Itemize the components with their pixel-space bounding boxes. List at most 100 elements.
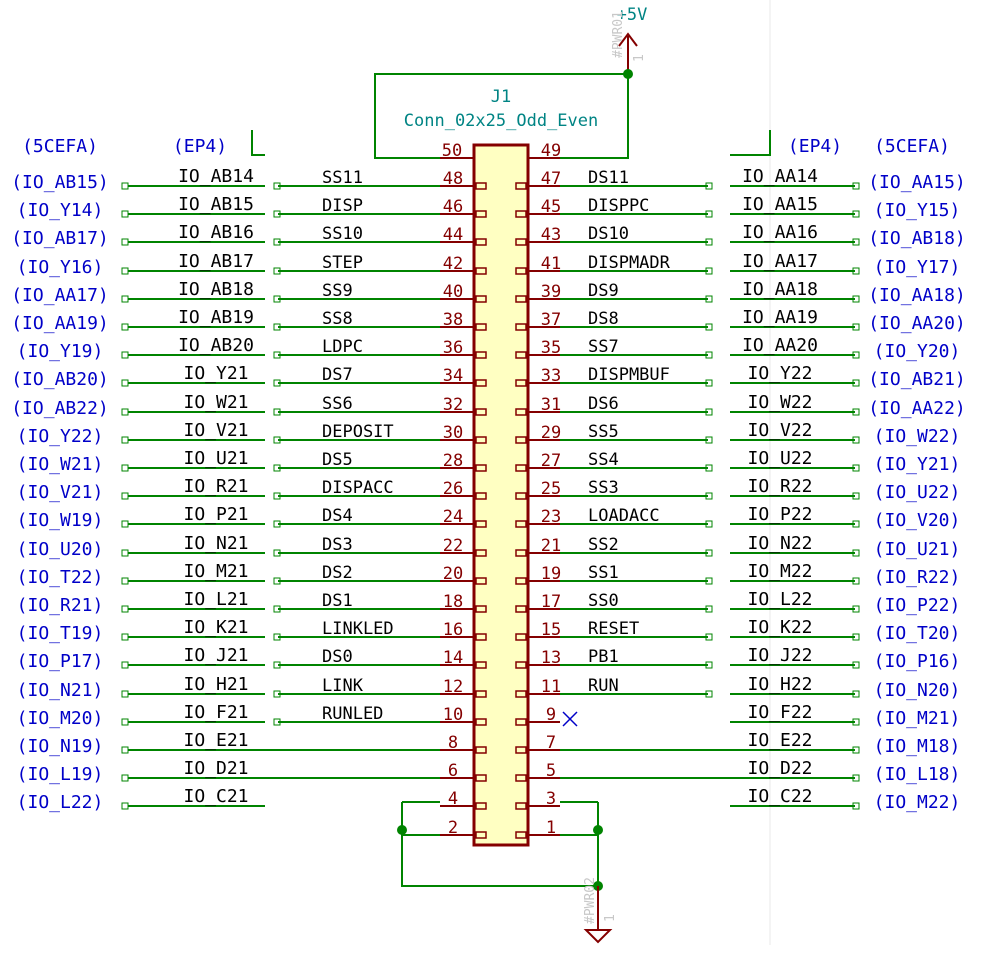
pin-socket-left [475,774,487,782]
pin-number-right: 15 [541,620,561,640]
port-right [852,436,860,444]
pin-socket-left [475,210,487,218]
fpga-pin-right: (IO_U21) [874,539,961,560]
pin-socket-right [515,746,527,754]
power-ref-suffix: 1 [632,54,647,62]
global-label-right [705,690,713,698]
header-right-inner: (EP4) [788,136,842,157]
global-label-right [705,267,713,275]
fpga-pin-right: (IO_AB18) [868,228,966,249]
signal-label-right: IO_Y22 [747,363,812,384]
signal-label-left: IO_F21 [183,702,248,723]
pin-number-left: 38 [443,310,463,330]
pin-number-right: 11 [541,677,561,697]
net-label-left: DISP [322,196,363,216]
net-label-right: DS6 [588,394,619,414]
pin-socket-right [515,690,527,698]
net-label-right: RUN [588,676,619,696]
port-left [121,436,129,444]
port-left [121,295,129,303]
net-label-right: DISPPC [588,196,649,216]
port-right [852,464,860,472]
global-label-left [273,379,281,387]
pin-number-left: 26 [443,479,463,499]
fpga-pin-left: (IO_V21) [17,482,104,503]
pin-number-right: 35 [541,338,561,358]
pin-socket-left [475,379,487,387]
fpga-pin-left: (IO_Y22) [17,426,104,447]
global-label-left [273,351,281,359]
header-right-outer: (5CEFA) [874,136,950,157]
global-label-right [705,210,713,218]
signal-label-left: IO_N21 [183,533,248,554]
pin-number-left: 30 [443,423,463,443]
pin-number-right: 41 [541,254,561,274]
global-label-right [705,549,713,557]
signal-label-left: IO_AB20 [178,335,254,356]
fpga-pin-left: (IO_AB15) [11,172,109,193]
global-label-right [705,182,713,190]
pin-number-right: 3 [546,789,556,809]
port-left [121,690,129,698]
net-label-right: LOADACC [588,506,660,526]
net-label-left: DS3 [322,535,353,555]
ground-ref: #PWR02 [583,877,598,924]
pin-socket-left [475,605,487,613]
signal-label-left: IO_L21 [183,589,248,610]
pin-number-right: 9 [546,705,556,725]
connector-value: Conn_02x25_Odd_Even [404,111,598,131]
pin-socket-left [475,802,487,810]
signal-label-left: IO_D21 [183,758,248,779]
pin-number-right: 7 [546,733,556,753]
net-label-right: SS4 [588,450,619,470]
signal-label-left: IO_Y21 [183,363,248,384]
fpga-pin-left: (IO_N19) [17,736,104,757]
port-left [121,379,129,387]
pin-number-right: 13 [541,648,561,668]
pin-socket-right [515,605,527,613]
pin-socket-left [475,690,487,698]
signal-label-right: IO_K22 [747,617,812,638]
pin-number-left: 34 [443,366,463,386]
pin-socket-right [515,436,527,444]
ground-ref-suffix: 1 [603,914,618,922]
port-right [852,323,860,331]
fpga-pin-right: (IO_AB21) [868,369,966,390]
net-label-left: DS7 [322,365,353,385]
pin-socket-right [515,802,527,810]
fpga-pin-right: (IO_Y21) [874,454,961,475]
pin-number-left: 6 [448,761,458,781]
global-label-right [705,492,713,500]
stub-left [251,130,265,156]
port-left [121,802,129,810]
pin-socket-left [475,831,487,839]
net-label-right: SS5 [588,422,619,442]
fpga-pin-right: (IO_AA15) [868,172,966,193]
fpga-pin-right: (IO_AA22) [868,398,966,419]
net-label-right: SS2 [588,535,619,555]
fpga-pin-left: (IO_R21) [17,595,104,616]
pin-number-left: 24 [443,507,463,527]
power-symbol-5v: +5V #PWR01 1 [611,5,647,74]
pin-socket-right [515,267,527,275]
net-label-right: SS1 [588,563,619,583]
port-left [121,210,129,218]
pin-number-49: 49 [541,141,561,161]
fpga-pin-left: (IO_T22) [17,567,104,588]
net-label-right: DS9 [588,281,619,301]
fpga-pin-right: (IO_R22) [874,567,961,588]
pin-socket-left [475,436,487,444]
signal-label-left: IO_AB17 [178,251,254,272]
fpga-pin-left: (IO_W21) [17,454,104,475]
pin-number-left: 2 [448,818,458,838]
header-left-outer: (5CEFA) [22,136,98,157]
pin-number-right: 47 [541,169,561,189]
pin-number-right: 39 [541,282,561,302]
ground-icon [583,929,613,944]
signal-label-left: IO_W21 [183,392,248,413]
pin-socket-left [475,323,487,331]
pin-socket-right [515,718,527,726]
port-left [121,323,129,331]
signal-label-left: IO_AB15 [178,194,254,215]
